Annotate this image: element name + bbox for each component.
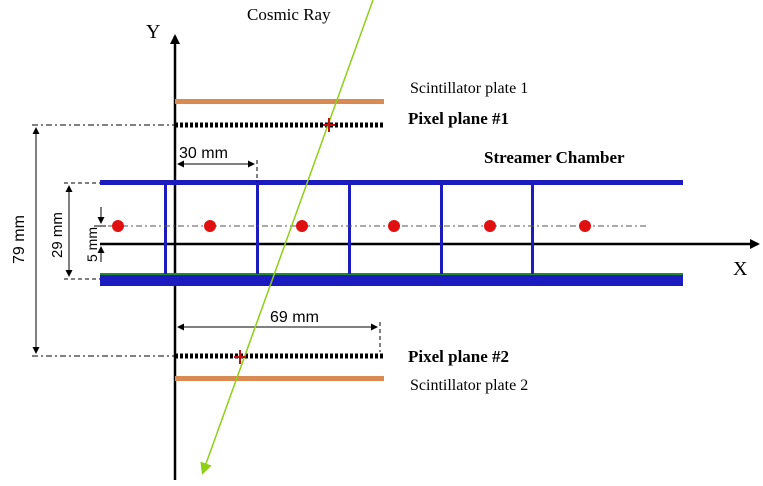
chamber-top-bar [100, 180, 683, 185]
wire-dot [484, 220, 496, 232]
chamber-strip [256, 184, 259, 274]
wire-dot [112, 220, 124, 232]
chamber-strip [531, 184, 534, 274]
scintillator-plate-1 [175, 99, 384, 104]
streamer-chamber-label: Streamer Chamber [484, 148, 625, 167]
dimension-79mm-label: 79 mm [11, 215, 28, 264]
scintillator-plate-2-label: Scintillator plate 2 [410, 377, 528, 394]
dimension-69mm-label: 69 mm [270, 309, 319, 326]
chamber-bottom-bar [100, 274, 683, 286]
cosmic-ray-label: Cosmic Ray [247, 5, 331, 24]
hit-marker-pixel-2 [234, 350, 246, 364]
wire-dot [388, 220, 400, 232]
x-axis-label: X [733, 258, 748, 280]
chamber-strip [348, 184, 351, 274]
chamber-strip [440, 184, 443, 274]
dimension-30mm-label: 30 mm [179, 145, 228, 162]
y-axis-label: Y [146, 21, 160, 43]
wire-dot [204, 220, 216, 232]
pixel-plane-2-label: Pixel plane #2 [408, 347, 509, 366]
wire-dot [296, 220, 308, 232]
dimension-5mm-label: 5 mm [84, 227, 100, 262]
scintillator-plate-2 [175, 376, 384, 381]
hit-marker-pixel-1 [323, 118, 335, 132]
wire-dot [579, 220, 591, 232]
chamber-strip [164, 184, 167, 274]
pixel-plane-1-label: Pixel plane #1 [408, 109, 509, 128]
dimension-29mm-label: 29 mm [49, 212, 66, 258]
cosmic-ray-track [200, 0, 374, 475]
scintillator-plate-1-label: Scintillator plate 1 [410, 80, 528, 97]
